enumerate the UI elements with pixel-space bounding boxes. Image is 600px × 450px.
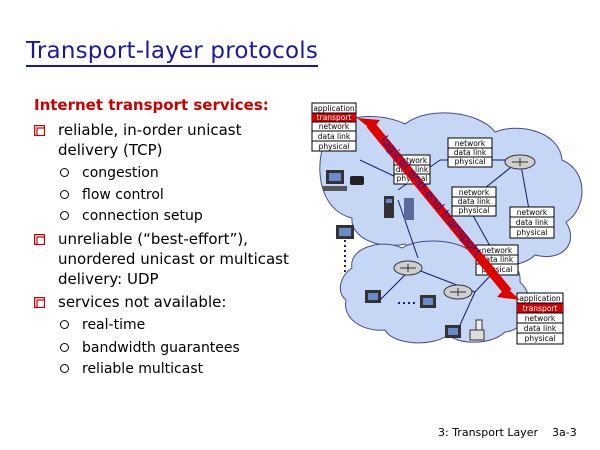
stack-layer-label: physical [319, 142, 350, 151]
svg-text:data link: data link [454, 148, 487, 157]
bullet-marker-icon [34, 297, 45, 308]
computer-icon [420, 295, 436, 308]
sub-bullet-item: connection setup [60, 207, 203, 225]
bullet-item: unreliable (“best-effort”), unordered un… [34, 229, 299, 289]
svg-text:network: network [517, 208, 548, 217]
footer-page-number: 3a-3 [552, 426, 577, 439]
svg-text:data link: data link [458, 197, 491, 206]
sub-bullet-ring-icon [60, 320, 69, 329]
svg-text:network: network [459, 188, 490, 197]
server-icon [384, 196, 394, 218]
bullet-marker-icon [34, 125, 45, 136]
server-icon [404, 198, 414, 220]
router-protocol-stack: network data link physical [451, 186, 497, 217]
sub-bullet-item: reliable multicast [60, 360, 203, 378]
stack-layer-label: data link [318, 132, 351, 141]
bullet-text: unreliable (“best-effort”), unordered un… [58, 230, 289, 288]
svg-text:network: network [455, 139, 486, 148]
sub-bullet-item: bandwidth guarantees [60, 339, 240, 357]
stack-layer-label: application [313, 104, 355, 113]
svg-text:physical: physical [525, 334, 556, 343]
svg-text:network: network [397, 156, 428, 165]
bullet-text: services not available: [58, 293, 227, 311]
router-icon [504, 154, 536, 170]
router-icon [393, 260, 423, 276]
svg-text:application: application [519, 294, 561, 303]
sub-bullet-text: bandwidth guarantees [82, 340, 240, 356]
sub-bullet-text: congestion [82, 165, 159, 181]
stack-layer-label: transport [317, 113, 352, 122]
sub-bullet-ring-icon [60, 168, 69, 177]
sub-bullet-item: real-time [60, 316, 145, 334]
svg-text:network: network [482, 246, 513, 255]
network-cloud [319, 112, 583, 266]
telephone-icon [350, 176, 364, 185]
svg-text:data link: data link [481, 255, 514, 264]
svg-text:physical: physical [455, 157, 486, 166]
sub-bullet-text: real-time [82, 317, 146, 333]
router-protocol-stack: network data link physical [447, 137, 493, 168]
svg-text:data link: data link [524, 324, 557, 333]
svg-text:physical: physical [459, 206, 490, 215]
svg-text:data link: data link [516, 218, 549, 227]
svg-text:physical: physical [517, 228, 548, 237]
sub-bullet-ring-icon [60, 211, 69, 220]
sub-bullet-text: flow control [82, 187, 164, 203]
bullet-item: services not available: [34, 292, 299, 312]
bullet-marker-icon [34, 234, 45, 245]
sub-bullet-item: congestion [60, 164, 159, 182]
computer-icon [365, 290, 381, 303]
sub-bullet-ring-icon [60, 364, 69, 373]
host-protocol-stack-top: application transport network data link … [311, 102, 357, 152]
sub-bullet-ring-icon [60, 190, 69, 199]
host-protocol-stack-bottom: application transport network data link … [516, 292, 564, 345]
router-protocol-stack: network data link physical [475, 244, 519, 276]
computer-icon [323, 170, 347, 191]
computer-icon [336, 225, 354, 239]
router-protocol-stack: network data link physical [509, 206, 555, 239]
bullet-item: reliable, in-order unicast delivery (TCP… [34, 120, 299, 160]
sub-bullet-ring-icon [60, 343, 69, 352]
svg-text:network: network [525, 314, 556, 323]
sub-bullet-item: flow control [60, 186, 164, 204]
footer-chapter: 3: Transport Layer [438, 426, 538, 439]
router-icon [443, 284, 473, 300]
bullet-text: reliable, in-order unicast delivery (TCP… [58, 121, 242, 159]
svg-text:physical: physical [482, 265, 513, 274]
svg-text:transport: transport [523, 304, 558, 313]
slide-title: Transport-layer protocols [26, 38, 319, 67]
sub-bullet-text: connection setup [82, 208, 203, 224]
computer-icon [445, 325, 461, 338]
stack-layer-label: network [319, 122, 350, 131]
sub-bullet-text: reliable multicast [82, 361, 204, 377]
laptop-icon [469, 319, 485, 341]
section-heading: Internet transport services: [34, 96, 269, 114]
